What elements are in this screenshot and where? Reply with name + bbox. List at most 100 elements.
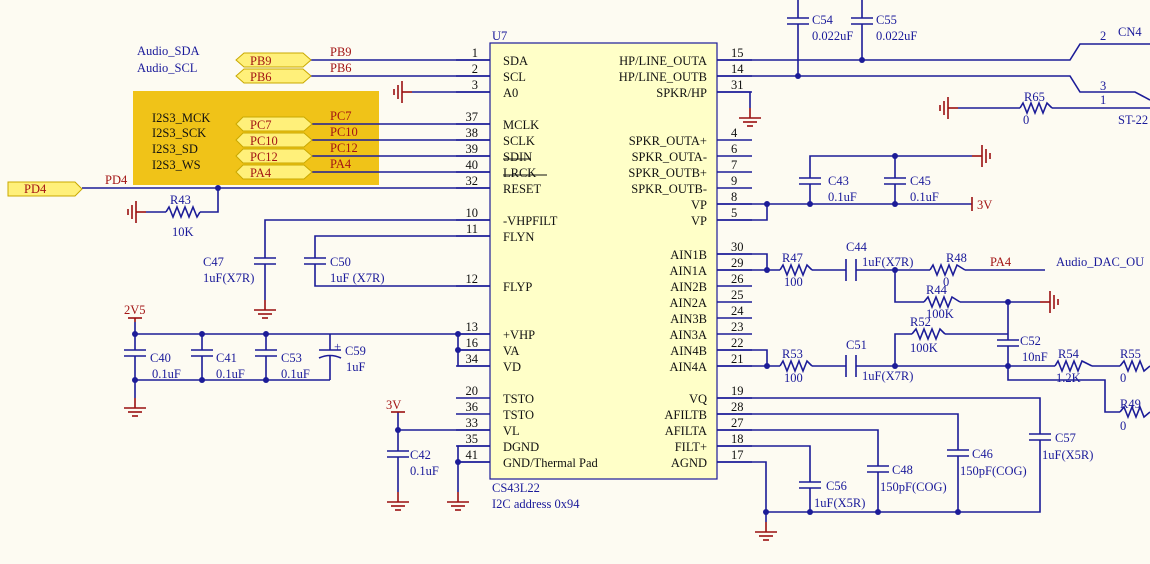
port-pb9[interactable]: PB9 — [235, 52, 312, 68]
ic-pin-label: TSTO — [503, 392, 534, 406]
ic-pin-number: 7 — [731, 158, 737, 172]
ic-refdes: U7 — [492, 29, 507, 43]
svg-text:R43: R43 — [170, 193, 191, 207]
ic-pin-number: 9 — [731, 174, 737, 188]
i2s-port-pc7[interactable]: PC7 — [235, 116, 313, 132]
capacitor-c51[interactable]: C51 1uF(X7R) — [845, 338, 913, 383]
capacitor-c41[interactable]: C41 0.1uF — [191, 349, 245, 381]
ic-pin-label: AFILTB — [664, 408, 707, 422]
capacitor-c43[interactable]: C43 0.1uF — [799, 174, 857, 204]
resistor-r65[interactable]: R65 0 — [1019, 90, 1053, 127]
i2s-port-pa4[interactable]: PA4 — [235, 164, 313, 180]
svg-text:PB9: PB9 — [250, 54, 272, 68]
ic-pin-number: 24 — [731, 304, 744, 318]
resistor-r49[interactable]: R49 0 — [1119, 397, 1150, 433]
ic-pin-number: 41 — [466, 448, 479, 462]
ic-pin-label: FLYN — [503, 230, 534, 244]
net-label-audio-scl: Audio_SCL — [137, 61, 197, 75]
capacitor-c56[interactable]: C56 1uF(X5R) — [799, 479, 865, 510]
ic-pin-number: 11 — [466, 222, 478, 236]
ic-pin-number: 3 — [472, 78, 478, 92]
capacitor-c52[interactable]: C52 10nF — [997, 334, 1048, 364]
capacitor-c48[interactable]: C48 150pF(COG) — [867, 463, 947, 494]
ic-pin-label: TSTO — [503, 408, 534, 422]
capacitor-c57[interactable]: C57 1uF(X5R) — [1029, 431, 1093, 462]
resistor-r48[interactable]: R48 0 — [929, 251, 967, 289]
capacitor-c46[interactable]: C46 150pF(COG) — [947, 447, 1027, 478]
ic-pin-label: VQ — [689, 392, 707, 406]
resistor-r54[interactable]: R54 1.2K — [1054, 347, 1093, 385]
port-pd4[interactable]: PD4 — [7, 181, 83, 197]
ic-pin-number: 33 — [466, 416, 479, 430]
resistor-r47[interactable]: R47 100 — [779, 251, 813, 289]
ground-symbol — [393, 80, 413, 104]
ic-pin-label: SPKR_OUTA+ — [629, 134, 707, 148]
connector-cn4[interactable]: CN4 2 3 1 ST-22 — [1100, 25, 1148, 127]
ic-pin-label: AIN4B — [670, 344, 707, 358]
ic-pin-number: 12 — [466, 272, 479, 286]
ic-pin-number: 37 — [466, 110, 479, 124]
ic-body[interactable] — [489, 42, 718, 480]
ground-symbol — [939, 96, 959, 120]
svg-text:PC10: PC10 — [250, 134, 278, 148]
net-label-pb9: PB9 — [330, 45, 352, 59]
ic-pin-number: 26 — [731, 272, 744, 286]
capacitor-c50[interactable]: C50 1uF (X7R) — [304, 255, 385, 285]
capacitor-c45[interactable]: C45 0.1uF — [884, 174, 939, 204]
svg-text:C59: C59 — [345, 344, 366, 358]
ic-pin-number: 1 — [472, 46, 478, 60]
resistor-r44[interactable]: R44 100K — [923, 283, 961, 321]
port-pb6[interactable]: PB6 — [235, 68, 312, 84]
svg-text:R53: R53 — [782, 347, 803, 361]
ic-pin-label: LRCK — [503, 166, 536, 180]
ic-pin-number: 15 — [731, 46, 744, 60]
svg-text:0: 0 — [1120, 371, 1126, 385]
svg-text:C42: C42 — [410, 448, 431, 462]
svg-text:C45: C45 — [910, 174, 931, 188]
capacitor-c40[interactable]: C40 0.1uF — [124, 349, 181, 381]
svg-text:0.1uF: 0.1uF — [410, 464, 439, 478]
i2s-port-pc10[interactable]: PC10 — [235, 132, 313, 148]
svg-text:1uF: 1uF — [346, 360, 366, 374]
resistor-r55[interactable]: R55 0 — [1119, 347, 1150, 385]
svg-text:R48: R48 — [946, 251, 967, 265]
svg-text:R47: R47 — [782, 251, 803, 265]
net-label-pc12: PC12 — [330, 141, 358, 155]
capacitor-c54[interactable]: C54 0.022uF — [787, 13, 853, 43]
net-label-audio-dac-out: Audio_DAC_OU — [1056, 255, 1144, 269]
resistor-r53[interactable]: R53 100 — [779, 347, 813, 385]
resistor-r43[interactable]: R43 10K — [165, 193, 201, 239]
capacitor-c47[interactable]: C47 1uF(X7R) — [203, 255, 276, 285]
capacitor-c59[interactable]: + C59 1uF — [318, 340, 366, 374]
ic-pin-number: 22 — [731, 336, 744, 350]
svg-text:R52: R52 — [910, 315, 931, 329]
net-label-audio-sda: Audio_SDA — [137, 44, 200, 58]
ic-pin-number: 18 — [731, 432, 744, 446]
svg-text:2: 2 — [1100, 29, 1106, 43]
ic-pin-number: 4 — [731, 126, 738, 140]
i2s-port-pc12[interactable]: PC12 — [235, 148, 313, 164]
svg-text:0.1uF: 0.1uF — [828, 190, 857, 204]
capacitor-c55[interactable]: C55 0.022uF — [851, 13, 917, 43]
svg-text:3: 3 — [1100, 79, 1106, 93]
svg-text:0.022uF: 0.022uF — [876, 29, 917, 43]
capacitor-c53[interactable]: C53 0.1uF — [255, 349, 310, 381]
capacitor-c42[interactable]: C42 0.1uF — [387, 448, 439, 478]
resistor-r52[interactable]: R52 100K — [910, 315, 946, 355]
capacitor-c44[interactable]: C44 1uF(X7R) — [845, 240, 913, 281]
ic-pin-number: 39 — [466, 142, 479, 156]
